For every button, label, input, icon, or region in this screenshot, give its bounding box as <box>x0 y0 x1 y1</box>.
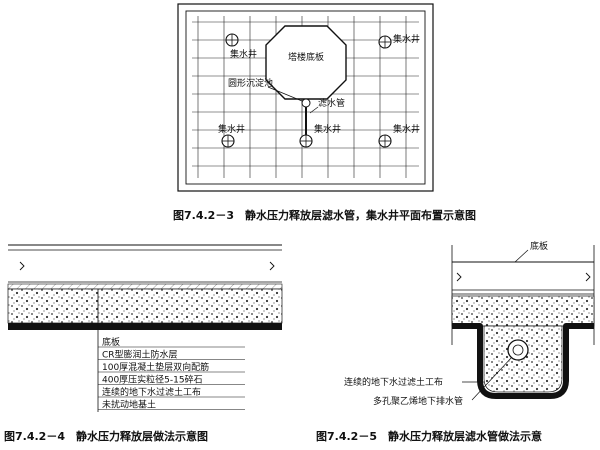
well-bottom-right <box>378 134 392 148</box>
drain-pipe-label: 多孔聚乙烯地下排水管 <box>373 395 463 407</box>
layer-section-diagram: 底板CR型膨润土防水层100厚混凝土垫层双向配筋400厚压实粒径5-15碎石连续… <box>7 244 283 412</box>
well-left-label: 集水井 <box>230 48 257 60</box>
layer-label-list: 底板CR型膨润土防水层100厚混凝土垫层双向配筋400厚压实粒径5-15碎石连续… <box>98 336 245 411</box>
break-mark-right <box>269 261 275 271</box>
figure-pipe-caption: 图7.4.2－5 静水压力释放层滤水管做法示意 <box>316 429 542 443</box>
plan-view-diagram: 塔楼底板 集水井 集水井 集水井 集水井 <box>177 3 434 192</box>
well-right-top-label: 集水井 <box>393 33 420 45</box>
well-bottom-left <box>221 134 235 148</box>
layer-label-5: 连续的地下水过滤土工布 <box>102 386 201 398</box>
plan-outer-border <box>177 3 434 192</box>
pipe-section-diagram: 底板 连续的地下水过滤土工布 多孔聚乙烯地下排水管 <box>344 240 595 407</box>
settling-pool-label: 圆形沉淀池 <box>228 77 273 89</box>
geotextile-layer <box>8 323 282 330</box>
well-bottom-right-label: 集水井 <box>393 123 420 135</box>
well-bottom-center-label: 集水井 <box>314 123 341 135</box>
layer-label-4: 400厚压实粒径5-15碎石 <box>102 374 203 386</box>
well-bottom-center <box>299 134 313 148</box>
figure-layers-caption: 图7.4.2－4 静水压力释放层做法示意图 <box>4 429 208 443</box>
geotextile-wrap <box>452 323 594 399</box>
settling-pool-icon <box>301 98 311 108</box>
drain-pipe-leader <box>471 356 513 401</box>
layer-label-3: 100厚混凝土垫层双向配筋 <box>102 361 209 373</box>
layer-label-1: 底板 <box>102 336 120 348</box>
settling-pool-leader <box>267 86 303 102</box>
well-left <box>225 33 239 47</box>
break-mark-left <box>19 261 25 271</box>
base-slab-label: 底板 <box>530 240 548 252</box>
geotextile-label: 连续的地下水过滤土工布 <box>344 376 443 388</box>
break-mark-right <box>585 272 591 282</box>
break-mark-left <box>456 272 462 282</box>
well-right-top <box>378 35 392 49</box>
filter-pipe-label: 滤水管 <box>318 97 345 109</box>
layer-label-6: 未扰动地基土 <box>102 399 156 411</box>
drain-pipe-icon <box>507 339 529 361</box>
tower-base-octagon <box>265 25 347 100</box>
tower-base-label: 塔楼底板 <box>288 51 324 63</box>
layer-label-2: CR型膨润土防水层 <box>102 349 178 361</box>
base-slab-leader <box>514 249 529 263</box>
gravel-layer <box>451 295 595 327</box>
well-bottom-left-label: 集水井 <box>218 123 245 135</box>
figure-plan-caption: 图7.4.2－3 静水压力释放层滤水管，集水井平面布置示意图 <box>173 208 476 222</box>
plan-inner-border <box>185 10 426 185</box>
filter-pipe-leader <box>309 106 319 114</box>
gravel-layer <box>7 288 283 324</box>
membrane-layer <box>7 283 283 290</box>
